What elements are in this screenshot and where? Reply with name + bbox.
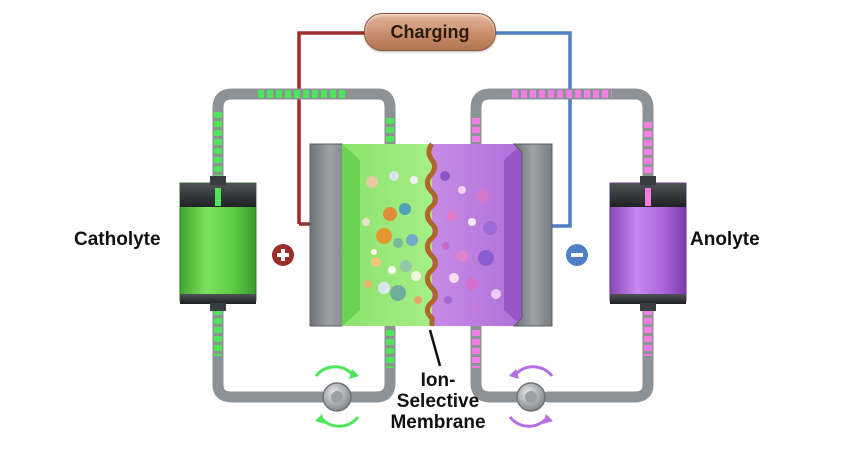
membrane-pointer [428, 329, 442, 367]
ion-selective-membrane [424, 142, 438, 326]
membrane-label: Ion- Selective Membrane [368, 370, 508, 433]
catholyte-pump-icon [314, 365, 360, 428]
anolyte-pump-icon [508, 365, 554, 428]
membrane-label-line1: Ion- [420, 370, 456, 391]
electrochemical-cell [309, 142, 553, 367]
catholyte-label: Catholyte [74, 229, 161, 250]
negative-electrode [512, 143, 553, 327]
catholyte-tank [179, 176, 257, 311]
charging-source-label: Charging [364, 13, 496, 51]
catholyte-ions [362, 171, 422, 304]
positive-wire [297, 31, 366, 224]
negative-wire [494, 31, 572, 228]
positive-terminal-icon [272, 244, 294, 266]
membrane-label-line3: Membrane [390, 412, 486, 433]
anolyte-label: Anolyte [690, 229, 760, 250]
membrane-label-line2: Selective [396, 391, 480, 412]
anolyte-ions [440, 171, 501, 310]
anolyte-tank [609, 176, 687, 311]
charging-label: Charging [390, 21, 470, 42]
negative-terminal-icon [566, 244, 588, 266]
